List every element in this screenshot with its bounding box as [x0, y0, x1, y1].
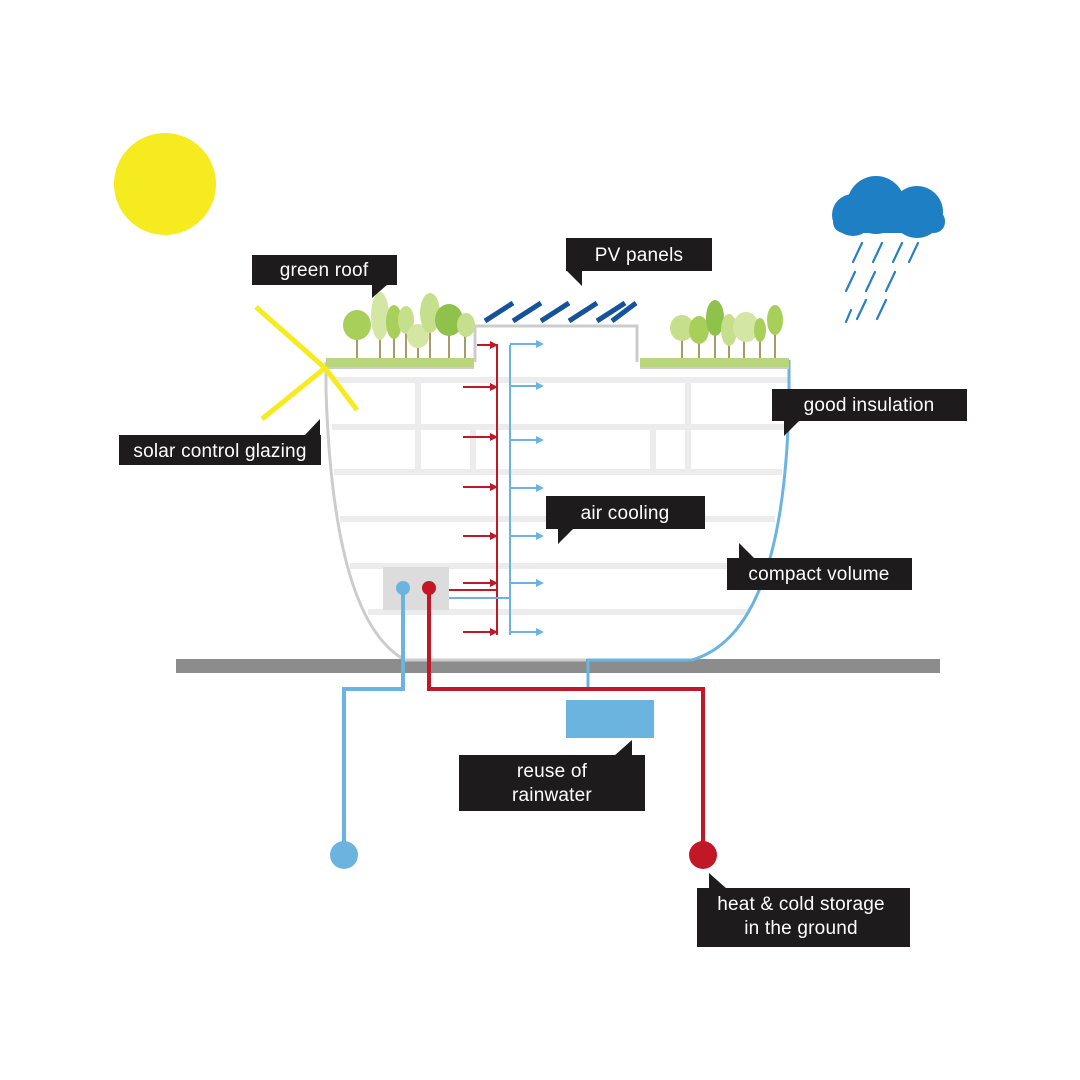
callout-pv-panels: PV panels — [566, 238, 712, 286]
callout-compact-volume: compact volume — [727, 543, 912, 590]
callout-air-cooling: air cooling — [546, 496, 705, 544]
solar-control-glazing-label: solar control glazing — [133, 441, 306, 462]
callout-rainwater: reuse of rainwater — [459, 740, 645, 811]
ground-line — [176, 659, 940, 673]
green-roof-strip-left — [326, 358, 474, 367]
heat-cold-storage-line1: heat & cold storage — [717, 894, 885, 915]
tree-icon — [343, 292, 475, 358]
compact-volume-label: compact volume — [748, 564, 889, 585]
callout-solar-glazing: solar control glazing — [119, 419, 321, 465]
reuse-of-rainwater-line1: reuse of — [517, 761, 588, 782]
cold-storage-node — [330, 841, 358, 869]
green-roof-label: green roof — [280, 260, 369, 281]
green-roof-strip-right — [640, 358, 789, 367]
cold-storage-pipe — [342, 588, 405, 850]
good-insulation-label: good insulation — [804, 395, 935, 416]
cool-arrowheads — [536, 340, 544, 636]
rain-drops — [844, 241, 920, 324]
rain-cloud-icon — [832, 176, 945, 324]
heat-cold-storage-line2: in the ground — [744, 918, 858, 939]
pv-panels-label: PV panels — [595, 245, 683, 266]
callout-good-insulation: good insulation — [772, 389, 967, 436]
plant-room — [383, 567, 449, 610]
pv-panels — [483, 300, 638, 324]
solar-glazing-rays — [254, 305, 359, 421]
callout-green-roof: green roof — [252, 255, 397, 298]
warm-arrowheads — [490, 341, 498, 636]
cool-supply-lines — [509, 343, 540, 635]
rainwater-tank — [566, 700, 654, 738]
heat-storage-pipe — [427, 588, 705, 850]
callout-heat-cold-storage: heat & cold storage in the ground — [697, 873, 910, 947]
tree-icon — [670, 300, 783, 358]
air-cooling-label: air cooling — [581, 503, 670, 524]
reuse-of-rainwater-line2: rainwater — [512, 785, 592, 806]
heat-storage-node — [689, 841, 717, 869]
sun-icon — [114, 133, 216, 235]
